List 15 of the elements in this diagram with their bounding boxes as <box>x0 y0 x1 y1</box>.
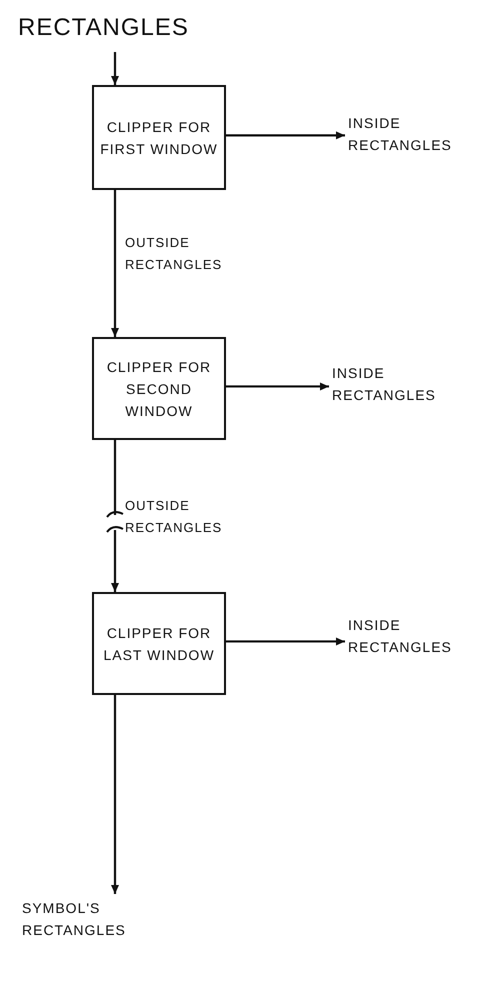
text-label: SYMBOL'S RECTANGLES <box>22 894 132 944</box>
arrow <box>111 190 119 337</box>
process-box: CLIPPER FOR SECOND WINDOW <box>92 337 226 440</box>
arrow <box>111 52 119 85</box>
text-label: INSIDE RECTANGLES <box>348 110 473 158</box>
text-label: INSIDE RECTANGLES <box>332 360 477 408</box>
arrow <box>226 382 329 390</box>
process-box: CLIPPER FOR LAST WINDOW <box>92 592 226 695</box>
text-label: RECTANGLES <box>18 8 198 48</box>
arrow <box>111 695 119 894</box>
arrow <box>226 637 345 646</box>
text-label: INSIDE RECTANGLES <box>348 612 476 660</box>
process-box: CLIPPER FOR FIRST WINDOW <box>92 85 226 190</box>
arrow <box>226 131 345 140</box>
arrow <box>111 438 119 594</box>
